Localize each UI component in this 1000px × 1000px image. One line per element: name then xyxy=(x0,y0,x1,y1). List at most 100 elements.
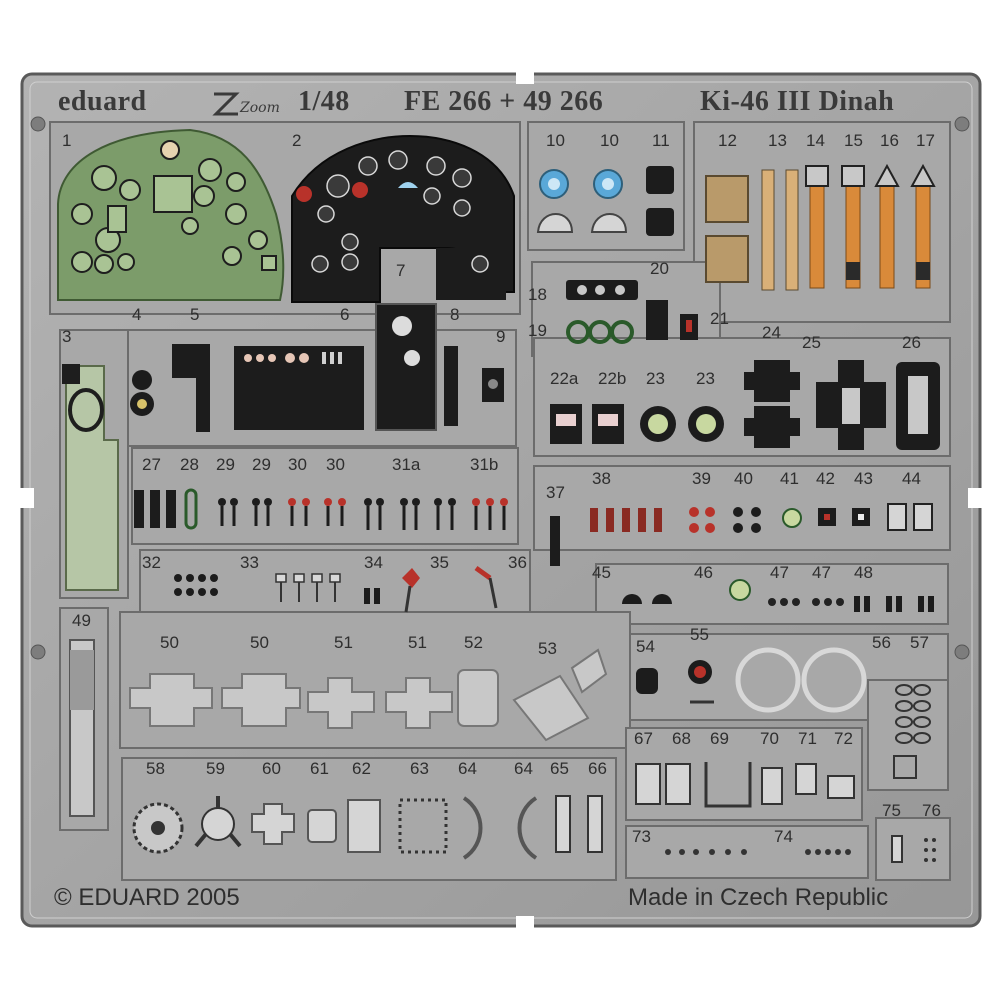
parts-54-55-dials xyxy=(636,647,867,713)
parts-45-48 xyxy=(622,579,934,612)
part-number: 13 xyxy=(768,131,787,150)
part-number: 74 xyxy=(774,827,793,846)
parts-12-17-harness xyxy=(705,163,936,291)
zoom-logo: Zoom xyxy=(212,92,280,116)
part-number: 30 xyxy=(326,455,345,474)
part-number: 72 xyxy=(834,729,853,748)
set-number: FE 266 + 49 266 xyxy=(404,86,604,117)
part-number: 28 xyxy=(180,455,199,474)
part-number: 22a xyxy=(550,369,579,388)
part-number: 32 xyxy=(142,553,161,572)
part-number: 9 xyxy=(496,327,506,346)
part-number: 31a xyxy=(392,455,421,474)
part-number: 20 xyxy=(650,259,669,278)
part-number: 23 xyxy=(646,369,665,388)
part-number: 56 xyxy=(872,633,891,652)
part-number: 65 xyxy=(550,759,569,778)
frame-gap xyxy=(516,916,534,930)
part-number: 24 xyxy=(762,323,781,342)
frame-gap xyxy=(20,488,34,508)
copyright-text: © EDUARD 2005 xyxy=(54,884,240,911)
part-number: 44 xyxy=(902,469,921,488)
part-number: 3 xyxy=(62,327,72,346)
part-number: 63 xyxy=(410,759,429,778)
part-number: 17 xyxy=(916,131,935,150)
part-number: 11 xyxy=(652,131,670,150)
mounting-hole xyxy=(954,644,970,660)
part-number: 51 xyxy=(334,633,353,652)
part-number: 59 xyxy=(206,759,225,778)
mounting-hole xyxy=(30,116,46,132)
parts-27-31 xyxy=(134,488,508,530)
parts-56-57-chain xyxy=(893,684,931,779)
part-number: 14 xyxy=(806,131,825,150)
svg-text:Zoom: Zoom xyxy=(239,100,280,116)
part-number: 62 xyxy=(352,759,371,778)
part-number: 42 xyxy=(816,469,835,488)
part-number: 73 xyxy=(632,827,651,846)
part-number: 68 xyxy=(672,729,691,748)
part-number: 8 xyxy=(450,305,460,324)
part-number: 23 xyxy=(696,369,715,388)
brand-name: eduard xyxy=(58,86,147,117)
part-number: 29 xyxy=(216,455,235,474)
part-number: 33 xyxy=(240,553,259,572)
part-number: 34 xyxy=(364,553,383,572)
part-number: 41 xyxy=(780,469,799,488)
mounting-hole xyxy=(954,116,970,132)
aircraft-name: Ki-46 III Dinah xyxy=(700,86,895,117)
parts-10-11 xyxy=(536,166,674,236)
part-number: 21 xyxy=(710,309,729,328)
part-number: 29 xyxy=(252,455,271,474)
part-49-strip xyxy=(69,639,95,817)
parts-4-9 xyxy=(130,303,504,432)
parts-67-76 xyxy=(635,762,936,863)
part-number: 43 xyxy=(854,469,873,488)
part-number: 53 xyxy=(538,639,557,658)
part-number: 71 xyxy=(798,729,817,748)
part-number: 10 xyxy=(600,131,619,150)
part-number: 18 xyxy=(528,285,547,304)
origin-text: Made in Czech Republic xyxy=(628,884,889,911)
part-number: 64 xyxy=(514,759,533,778)
part-number: 19 xyxy=(528,321,547,340)
part-number: 30 xyxy=(288,455,307,474)
part-number: 16 xyxy=(880,131,899,150)
part-number: 69 xyxy=(710,729,729,748)
part-number: 40 xyxy=(734,469,753,488)
part-number: 50 xyxy=(250,633,269,652)
part-number: 35 xyxy=(430,553,449,572)
part-number: 54 xyxy=(636,637,655,656)
part-number: 6 xyxy=(340,305,350,324)
part-number: 66 xyxy=(588,759,607,778)
part-number: 25 xyxy=(802,333,821,352)
part-number: 39 xyxy=(692,469,711,488)
part-number: 10 xyxy=(546,131,565,150)
part-number: 57 xyxy=(910,633,929,652)
part-number: 31b xyxy=(470,455,499,474)
parts-32-36 xyxy=(174,565,498,613)
parts-22-26 xyxy=(550,360,940,450)
part-number: 26 xyxy=(902,333,921,352)
part-number: 46 xyxy=(694,563,713,582)
part-number: 67 xyxy=(634,729,653,748)
part-number: 27 xyxy=(142,455,161,474)
part-1-green-panel xyxy=(57,128,285,301)
part-number: 37 xyxy=(546,483,565,502)
part-number: 22b xyxy=(598,369,627,388)
part-number: 12 xyxy=(718,131,737,150)
parts-18-21 xyxy=(566,280,698,344)
part-3-side-panel xyxy=(62,364,119,591)
section-parts-56-57-right xyxy=(867,679,949,791)
part-number: 49 xyxy=(72,611,91,630)
part-number: 1 xyxy=(62,131,72,150)
part-number: 75 xyxy=(882,801,901,820)
part-number: 2 xyxy=(292,131,302,150)
part-number: 15 xyxy=(844,131,863,150)
part-number: 5 xyxy=(190,305,200,324)
frame-gap xyxy=(516,70,534,84)
part-number: 51 xyxy=(408,633,427,652)
part-number: 50 xyxy=(160,633,179,652)
part-2-black-panel xyxy=(291,134,515,303)
